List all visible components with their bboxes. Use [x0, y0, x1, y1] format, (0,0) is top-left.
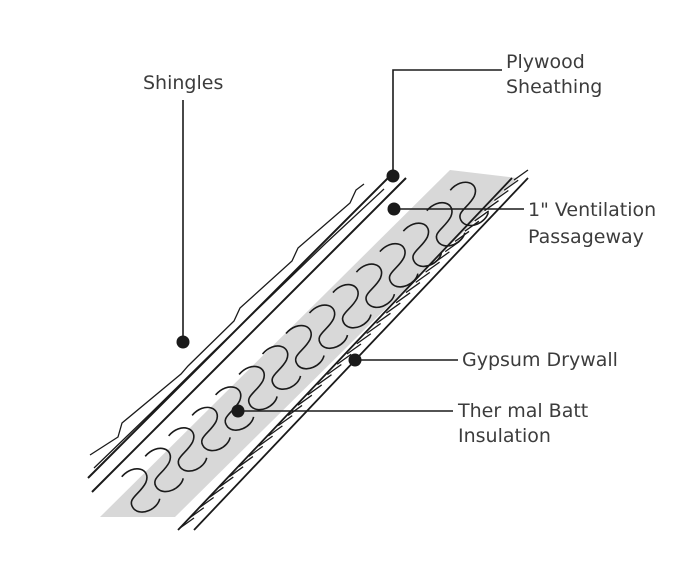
drywall-hatch-line — [425, 261, 440, 273]
drywall-hatch-line — [385, 302, 401, 314]
shingle-courses — [89, 183, 365, 456]
drywall-hatch-line — [248, 445, 264, 457]
drywall-hatch-line — [317, 374, 332, 386]
label-plywood-line2: Sheathing — [506, 76, 602, 98]
shingles-dot — [176, 335, 190, 349]
drywall-hatch-line — [268, 425, 283, 437]
drywall-hatch-line — [238, 456, 254, 468]
label-thermal-line1: Ther mal Batt — [457, 400, 588, 422]
batt-wave — [121, 468, 161, 513]
thermal-dot — [231, 404, 245, 418]
drywall-hatch-line — [258, 435, 273, 447]
drywall-hatch-line — [493, 189, 509, 201]
drywall-hatch-line — [395, 292, 411, 304]
batt-wave — [168, 427, 208, 472]
plywood-dot — [386, 169, 400, 183]
batt-wave — [449, 181, 490, 227]
batt-wave — [261, 345, 302, 390]
drywall-hatch-line — [464, 220, 480, 232]
shingle-underlayment — [93, 188, 385, 469]
batt-wave — [426, 201, 466, 247]
batt-wave — [355, 263, 396, 309]
batt-wave — [332, 283, 372, 329]
label-gypsum: Gypsum Drywall — [462, 349, 618, 371]
drywall-inner-edge — [177, 177, 513, 531]
batt-wave — [191, 406, 231, 452]
label-ventilation-line1: 1" Ventilation — [528, 199, 656, 221]
drywall-hatch-line — [474, 210, 490, 222]
batt-wave — [285, 324, 325, 370]
batt-wave — [379, 242, 419, 288]
drywall-hatch-line — [199, 497, 215, 509]
label-shingles: Shingles — [143, 72, 223, 94]
drywall-hatch-line — [346, 343, 362, 355]
thermal-batt-band — [100, 170, 518, 517]
shingles — [89, 183, 385, 469]
sheathing-bottom-edge — [91, 177, 407, 493]
drywall-hatch-line — [435, 251, 450, 263]
drywall-hatch-line — [513, 169, 529, 181]
drywall-hatching — [179, 169, 529, 529]
drywall-hatch-line — [356, 333, 372, 345]
gypsum-drywall — [177, 177, 529, 531]
leader-dots — [176, 169, 401, 418]
drywall-hatch-line — [209, 486, 224, 498]
drywall-hatch-line — [179, 517, 195, 529]
drywall-hatch-line — [189, 507, 205, 519]
drywall-hatch-line — [444, 241, 460, 253]
drywall-hatch-line — [277, 415, 293, 427]
label-plywood-line1: Plywood — [506, 51, 585, 73]
drywall-hatch-line — [336, 353, 352, 365]
drywall-hatch-line — [297, 394, 313, 406]
gypsum-dot — [348, 353, 362, 367]
drywall-hatch-line — [366, 323, 382, 335]
label-thermal-line2: Insulation — [458, 425, 551, 447]
drywall-outer-edge — [193, 177, 529, 531]
label-ventilation-line2: Passageway — [528, 226, 644, 248]
batt-wave — [214, 386, 255, 431]
drywall-hatch-line — [454, 230, 470, 242]
drywall-hatch-line — [218, 476, 234, 488]
plywood-leader — [392, 69, 502, 176]
leader-lines — [182, 69, 524, 412]
drywall-hatch-line — [415, 271, 431, 283]
drywall-hatch-line — [326, 363, 342, 375]
drywall-hatch-line — [376, 312, 391, 324]
drywall-hatch-line — [503, 179, 519, 191]
ventilation-dot — [387, 202, 401, 216]
batt-wave — [308, 304, 349, 350]
drywall-hatch-line — [228, 466, 244, 478]
batt-wave — [144, 447, 184, 493]
drywall-hatch-line — [405, 282, 421, 294]
drywall-hatch-line — [307, 384, 323, 396]
batt-wave — [238, 365, 278, 411]
